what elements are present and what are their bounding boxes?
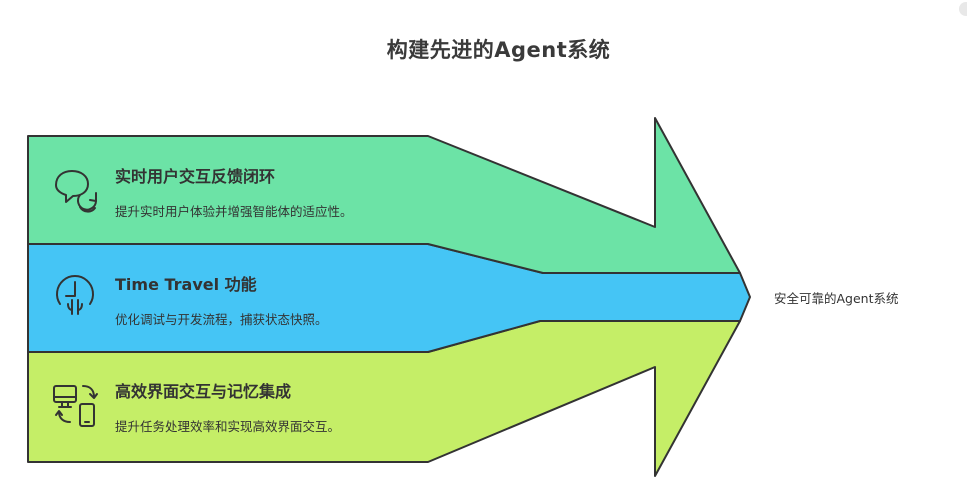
band-2-description: 优化调试与开发流程，捕获状态快照。 [115,312,328,327]
band-1-heading: 实时用户交互反馈闭环 [115,167,276,186]
band-1-text: 实时用户交互反馈闭环 提升实时用户体验并增强智能体的适应性。 [115,163,535,220]
diagram-title: 构建先进的Agent系统 [386,38,611,62]
band-3-description: 提升任务处理效率和实现高效界面交互。 [115,419,341,434]
band-2-text: Time Travel 功能 优化调试与开发流程，捕获状态快照。 [115,271,535,328]
chat-refresh-icon [50,163,100,213]
band-1-description: 提升实时用户体验并增强智能体的适应性。 [115,204,353,219]
devices-sync-icon [50,378,100,428]
outcome-label: 安全可靠的Agent系统 [774,291,899,306]
band-3-heading: 高效界面交互与记忆集成 [115,382,292,401]
band-shape-1 [27,117,741,274]
band-3-text: 高效界面交互与记忆集成 提升任务处理效率和实现高效界面交互。 [115,378,535,435]
band-2-heading: Time Travel 功能 [115,275,257,294]
time-travel-icon [50,270,100,320]
corner-decoration [959,2,967,16]
